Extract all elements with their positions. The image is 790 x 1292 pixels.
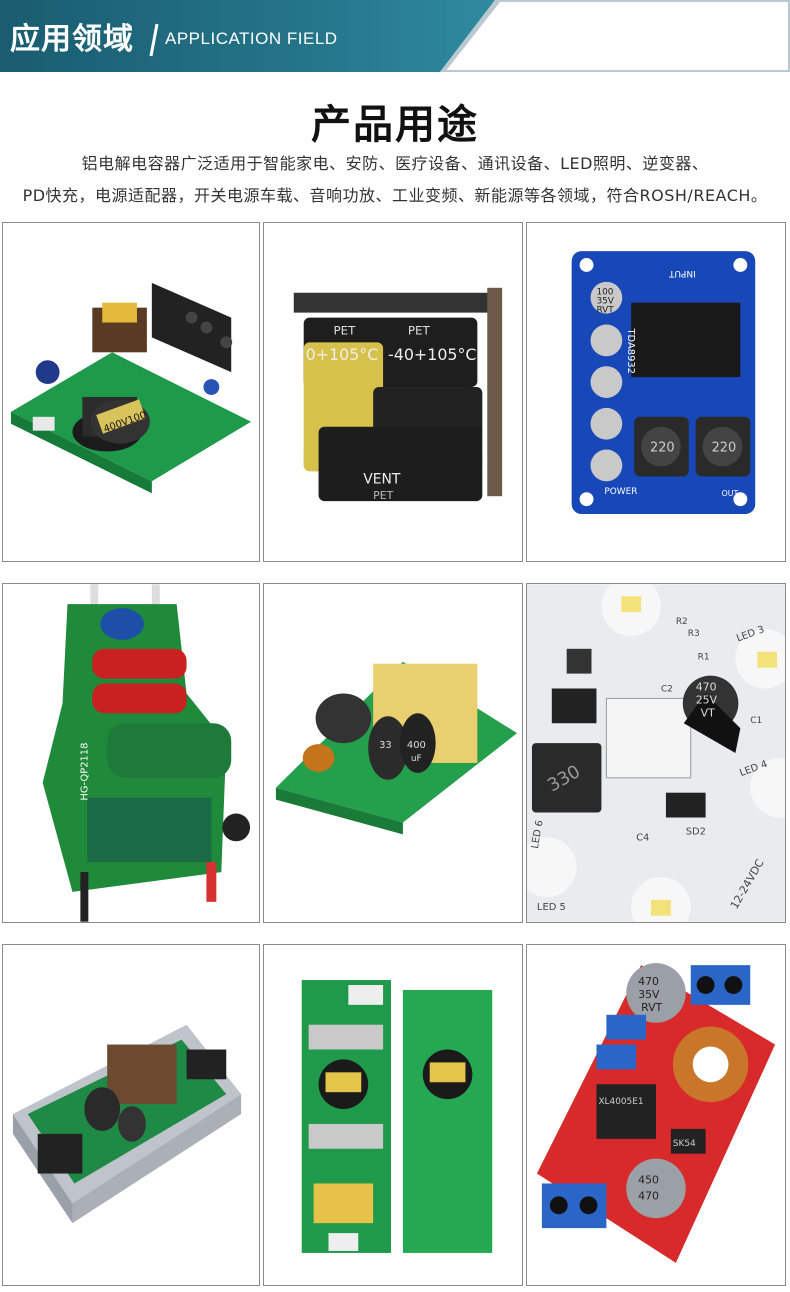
buck-converter-icon: 470 35V RVT XL4005E1 SK54 450 470 [527, 945, 785, 1285]
gallery-image-power-supply: 400V100 [2, 222, 260, 562]
led-driver-board-icon: HG-QP2118 [3, 584, 259, 922]
header-banner: 应用领域 APPLICATION FIELD [0, 0, 790, 72]
diode-label: SK54 [673, 1139, 696, 1149]
gallery-image-led-driver: HG-QP2118 [2, 583, 260, 923]
banner-title-cn: 应用领域 [10, 22, 134, 57]
cap-voltage: 25V [696, 693, 718, 706]
cap-temp-label1: 0+105°C [306, 345, 379, 364]
c2-label: C2 [661, 684, 673, 694]
r1-label: R1 [698, 653, 710, 663]
cap-value: 100 [596, 288, 613, 298]
enclosed-psu-icon [3, 945, 259, 1285]
r3-label: R3 [688, 629, 700, 639]
section-description-line2: PD快充，电源适配器，开关电源车载、音响功放、工业变频、新能源等各领域，符合RO… [22, 186, 768, 205]
power-supply-board-icon: 400V100 [3, 223, 259, 561]
cap-label-pet1: PET [333, 323, 356, 337]
gallery-image-green-pcb-pair [263, 944, 523, 1286]
cap-temp-label2: -40+105°C [388, 345, 476, 364]
cap-vent-label: VENT [363, 471, 401, 487]
c4-label: C4 [636, 832, 649, 843]
cap-value: 470 [696, 680, 717, 693]
out-label: OUT [721, 489, 738, 498]
adapter-board-icon: 33 400 uF [264, 584, 522, 922]
cap-value-label: 33 [379, 740, 392, 751]
banner-background [0, 0, 790, 72]
sd2-label: SD2 [686, 826, 706, 837]
inductor-label2: 220 [712, 441, 737, 456]
cap-series: VT [701, 706, 715, 719]
cap-top-series: RVT [641, 1001, 662, 1014]
cap-series: RVT [596, 306, 614, 316]
green-pcb-pair-icon [264, 945, 522, 1285]
cap-top-value: 470 [638, 975, 659, 988]
charger-module-icon: PET PET 0+105°C -40+105°C VENT PET [264, 223, 522, 561]
cap-voltage-label: 400 [407, 740, 426, 751]
gallery-image-amplifier-board: 100 35V RVT INPUT POWER 220 220 TDA8932 … [526, 222, 786, 562]
chip-label: TDA8932 [625, 327, 636, 374]
led5-label: LED 5 [537, 902, 566, 913]
board-label: HG-QP2118 [79, 743, 90, 801]
input-label: INPUT [668, 268, 695, 278]
c1-label: C1 [750, 716, 762, 726]
gallery-image-led-panel: 330 470 25V VT LED 3 LED 4 LED 5 LED 6 1… [526, 583, 786, 923]
gallery-image-buck-converter: 470 35V RVT XL4005E1 SK54 450 470 [526, 944, 786, 1286]
gallery-image-charger-module: PET PET 0+105°C -40+105°C VENT PET [263, 222, 523, 562]
cap-bottom-value: 470 [638, 1189, 659, 1202]
led-panel-board-icon: 330 470 25V VT LED 3 LED 4 LED 5 LED 6 1… [527, 584, 785, 922]
cap-voltage: 35V [596, 297, 614, 307]
r2-label: R2 [676, 617, 688, 627]
banner-title-en: APPLICATION FIELD [165, 29, 338, 48]
section-title: 产品用途 [311, 102, 479, 148]
cap-label-pet2: PET [408, 323, 431, 337]
chip-label: XL4005E1 [598, 1097, 643, 1107]
inductor-label1: 220 [650, 441, 675, 456]
cap-pet-label3: PET [373, 489, 393, 502]
amplifier-board-icon: 100 35V RVT INPUT POWER 220 220 TDA8932 … [527, 223, 785, 561]
gallery-image-adapter-board: 33 400 uF [263, 583, 523, 923]
gallery-image-enclosed-psu [2, 944, 260, 1286]
cap-bottom-voltage: 450 [638, 1173, 659, 1186]
power-label: POWER [604, 487, 637, 497]
section-description-line1: 铝电解电容器广泛适用于智能家电、安防、医疗设备、通讯设备、LED照明、逆变器、 [81, 154, 709, 173]
cap-top-voltage: 35V [638, 988, 660, 1001]
led6-label: LED 6 [530, 819, 546, 849]
cap-unit-label: uF [411, 754, 422, 764]
